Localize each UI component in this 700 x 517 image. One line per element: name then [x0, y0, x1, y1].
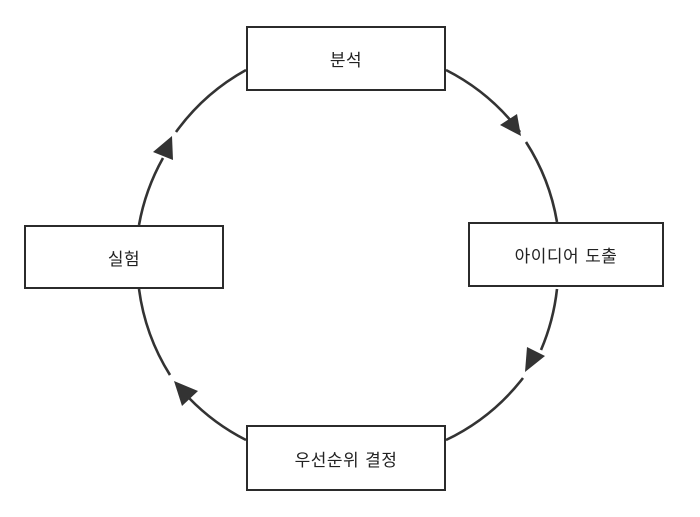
node-ideation: 아이디어 도출 — [468, 222, 664, 287]
connector-analysis-to-ideation-tail — [524, 141, 559, 223]
connector-ideation-to-priority-tail — [445, 377, 525, 442]
connector-priority-to-experiment-tail — [137, 288, 172, 376]
arrowhead-to-experiment — [174, 381, 198, 406]
node-label-experiment: 실험 — [107, 249, 141, 270]
connector-priority-to-experiment — [188, 397, 247, 442]
node-experiment: 실험 — [24, 225, 224, 289]
arrowhead-to-analysis — [153, 136, 173, 160]
connector-experiment-to-analysis-tail — [174, 68, 247, 133]
connector-experiment-to-analysis — [137, 157, 165, 226]
node-priority: 우선순위 결정 — [246, 425, 446, 491]
node-label-priority: 우선순위 결정 — [294, 450, 398, 471]
arrowhead-to-ideation — [500, 114, 521, 136]
node-analysis: 분석 — [246, 26, 446, 91]
node-label-ideation: 아이디어 도출 — [514, 247, 618, 267]
node-label-analysis: 분석 — [329, 51, 363, 71]
connector-ideation-to-priority — [539, 288, 559, 351]
arrowhead-to-priority — [525, 347, 545, 372]
